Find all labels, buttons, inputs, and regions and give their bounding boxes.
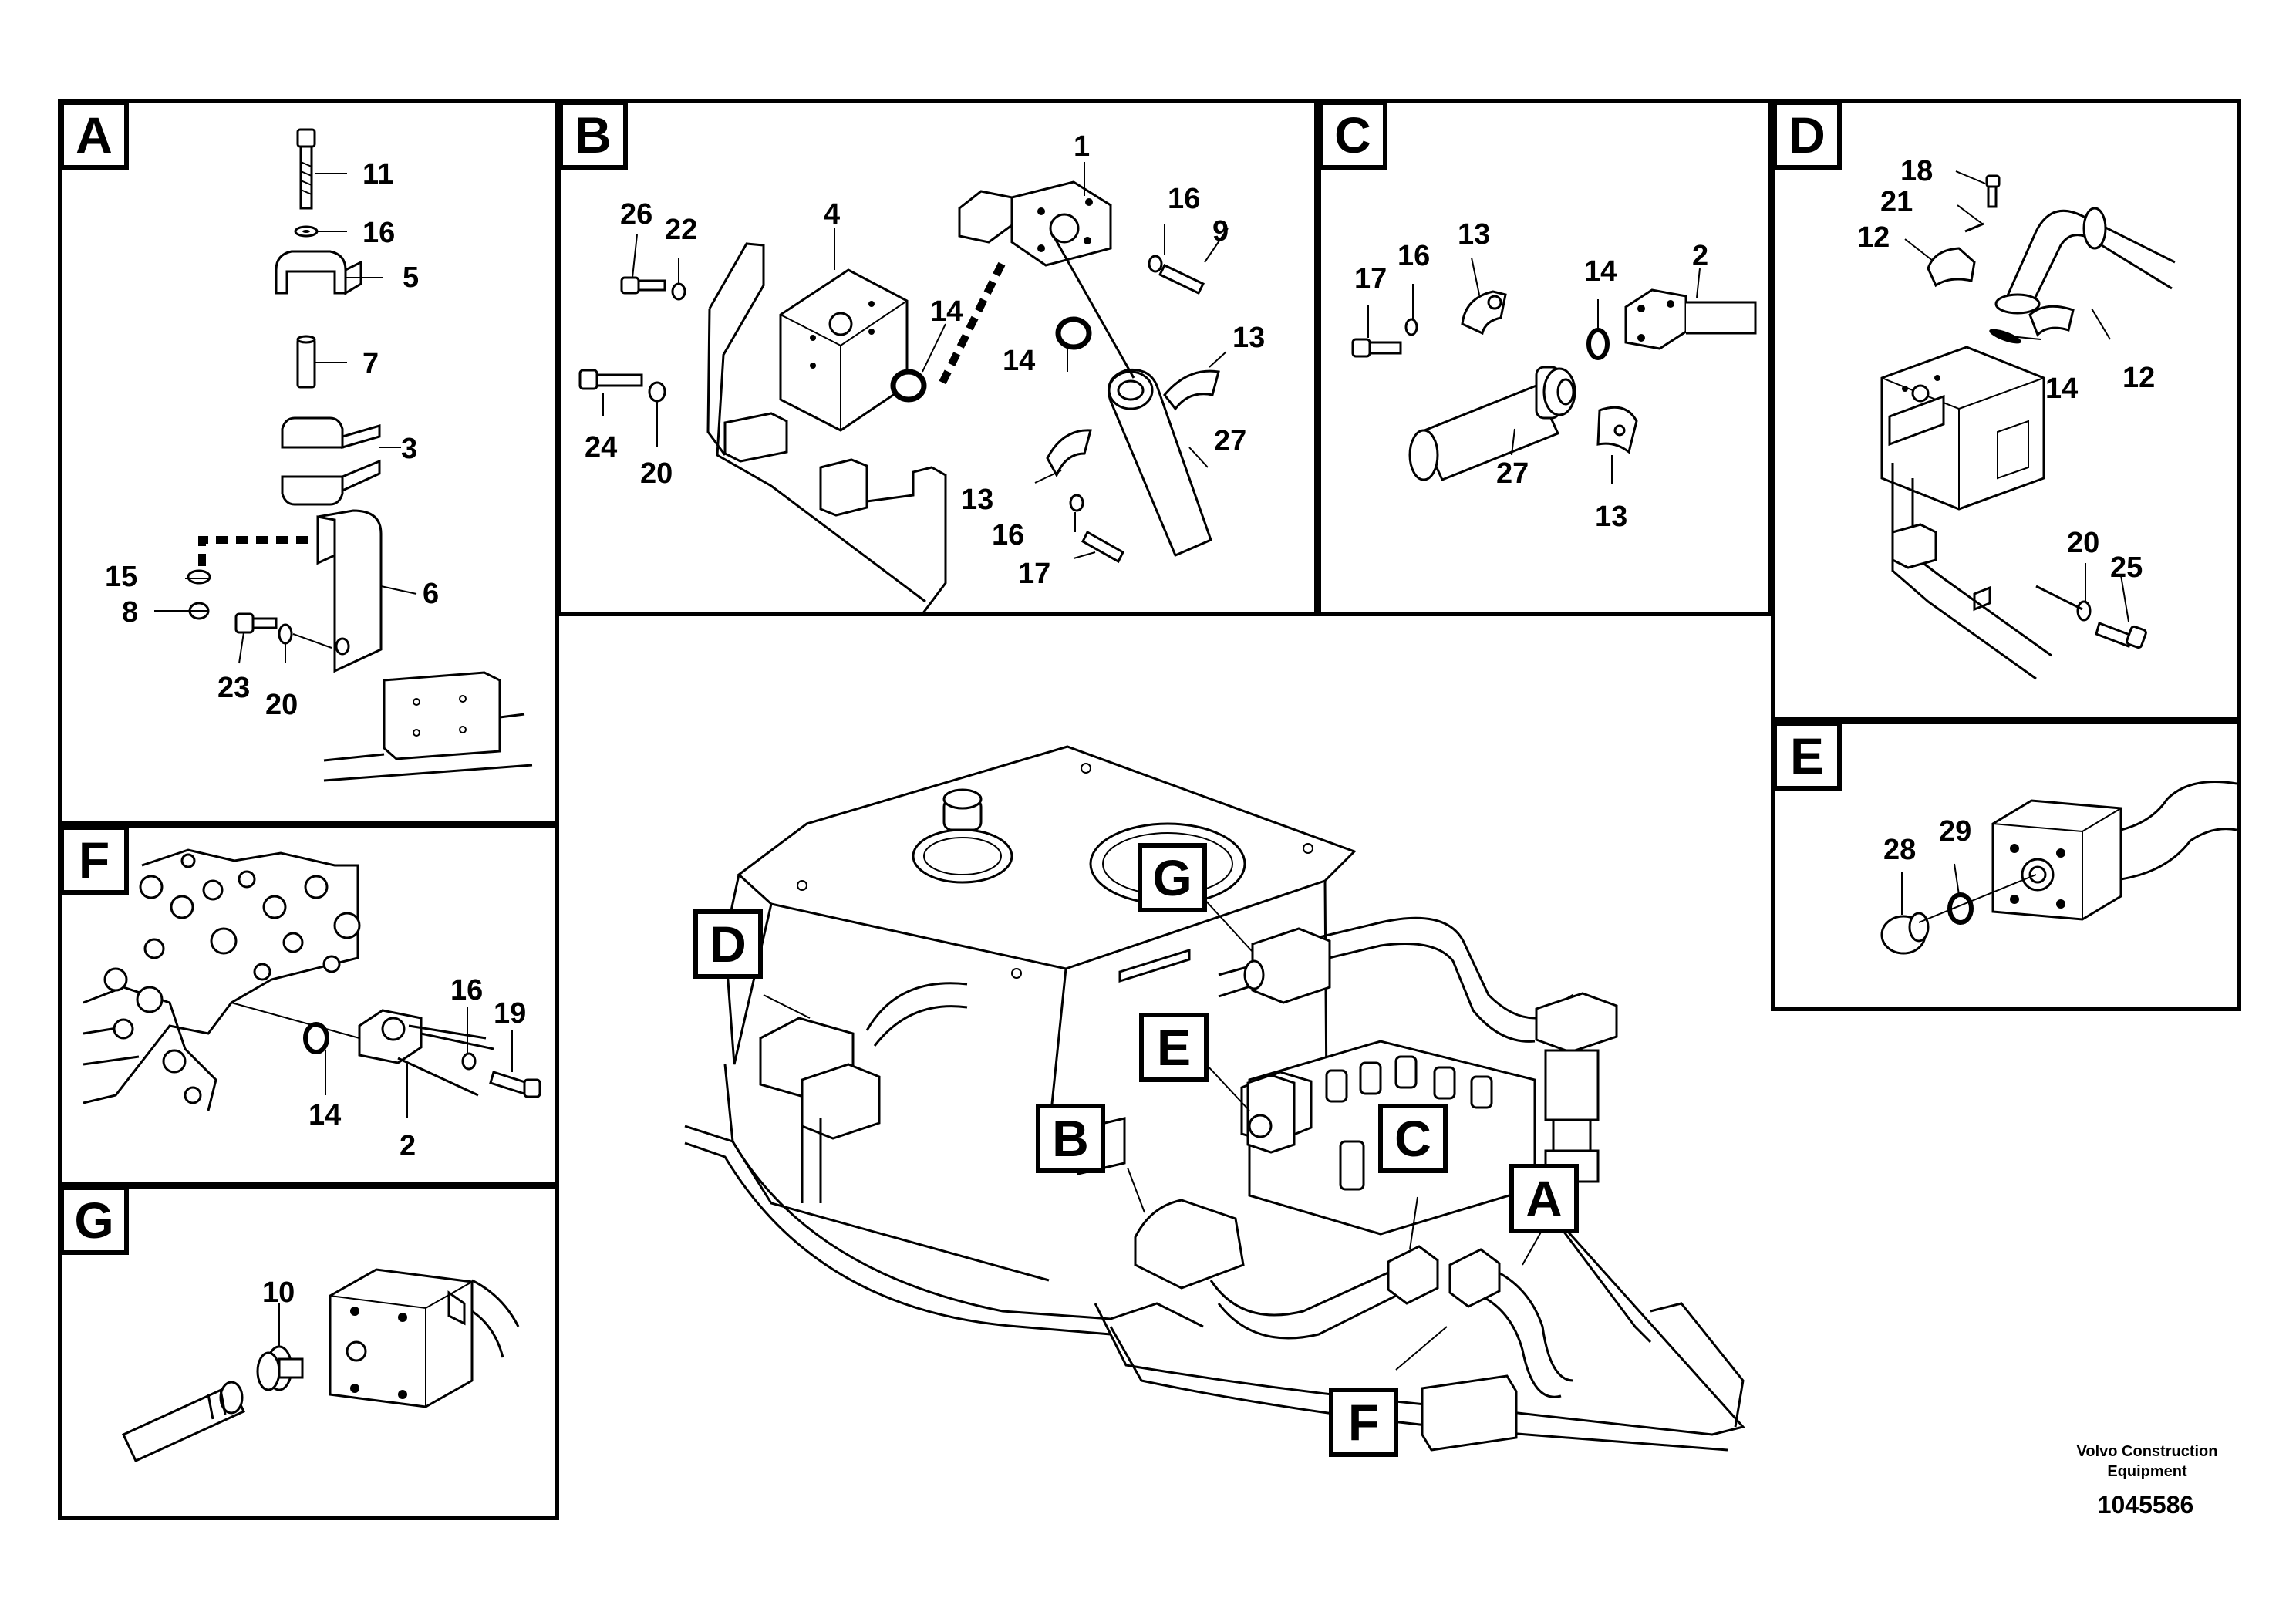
panel-b-drawing <box>578 162 1229 615</box>
valve-ports <box>103 853 361 1104</box>
overview-drawing <box>684 745 1745 1452</box>
svg-text:2: 2 <box>1692 240 1708 272</box>
svg-text:13: 13 <box>1458 218 1490 251</box>
overview-tag-d: D <box>693 909 763 979</box>
panel-f-callouts: 16 19 14 2 <box>308 974 526 1162</box>
svg-text:18: 18 <box>1900 155 1933 187</box>
panel-letter-e: E <box>1772 721 1842 791</box>
svg-text:13: 13 <box>961 484 993 516</box>
svg-text:C: C <box>1334 106 1371 164</box>
svg-text:28: 28 <box>1883 834 1916 866</box>
company-name-line1: Volvo Construction <box>2077 1443 2218 1460</box>
svg-text:5: 5 <box>403 261 419 294</box>
panel-g-callouts: 10 <box>262 1276 295 1309</box>
panel-g-drawing <box>121 1268 520 1462</box>
svg-text:27: 27 <box>1496 457 1529 490</box>
svg-text:16: 16 <box>1168 183 1200 215</box>
svg-text:13: 13 <box>1232 322 1265 354</box>
svg-text:11: 11 <box>362 158 393 191</box>
svg-text:E: E <box>1790 727 1824 784</box>
panel-letter-c: C <box>1318 100 1387 170</box>
overview-tag-e: E <box>1139 1013 1209 1082</box>
svg-text:15: 15 <box>105 561 137 593</box>
svg-text:19: 19 <box>494 997 526 1030</box>
panel-letter-a: A <box>59 100 129 170</box>
svg-text:13: 13 <box>1595 501 1627 533</box>
svg-text:14: 14 <box>308 1099 341 1131</box>
footer: Volvo Construction Equipment 1045586 <box>2077 1443 2218 1519</box>
svg-text:20: 20 <box>265 689 298 721</box>
overview-tags: D G E B C A F <box>693 843 1579 1457</box>
svg-text:14: 14 <box>1003 345 1035 377</box>
svg-text:E: E <box>1157 1019 1191 1076</box>
svg-text:27: 27 <box>1214 425 1246 457</box>
panel-letter-boxes: A B C D E F G <box>59 100 1842 1255</box>
svg-text:16: 16 <box>450 974 483 1007</box>
overview-tag-f: F <box>1329 1388 1398 1457</box>
panel-letter-f: F <box>59 825 129 895</box>
svg-text:20: 20 <box>640 457 673 490</box>
svg-text:16: 16 <box>362 217 395 249</box>
svg-text:D: D <box>1789 106 1826 164</box>
panel-c-drawing <box>1351 257 1757 484</box>
panel-d-callouts: 18 21 12 14 12 20 25 <box>1857 155 2155 584</box>
svg-text:1: 1 <box>1074 130 1090 163</box>
svg-text:14: 14 <box>2045 373 2078 405</box>
svg-text:4: 4 <box>824 198 840 231</box>
svg-text:B: B <box>1052 1110 1089 1167</box>
svg-text:A: A <box>76 106 113 164</box>
svg-text:17: 17 <box>1354 263 1387 295</box>
overview-tag-b: B <box>1036 1104 1105 1173</box>
svg-text:25: 25 <box>2110 551 2143 584</box>
panel-a-callouts: 11 16 5 7 3 6 15 8 23 20 <box>105 158 439 721</box>
svg-text:9: 9 <box>1212 215 1229 248</box>
svg-text:17: 17 <box>1018 558 1050 590</box>
panel-letter-g: G <box>59 1185 129 1255</box>
panel-letter-b: B <box>558 100 628 170</box>
svg-text:B: B <box>575 106 612 164</box>
svg-text:7: 7 <box>362 348 379 380</box>
svg-text:12: 12 <box>1857 221 1890 254</box>
svg-text:14: 14 <box>1584 255 1617 288</box>
overview-tag-a: A <box>1509 1164 1579 1233</box>
svg-text:2: 2 <box>400 1130 416 1162</box>
svg-text:G: G <box>1152 849 1192 906</box>
svg-text:24: 24 <box>585 431 617 464</box>
svg-text:20: 20 <box>2067 527 2099 559</box>
panel-letter-d: D <box>1772 100 1842 170</box>
valve-spools <box>1325 1055 1493 1191</box>
svg-text:10: 10 <box>262 1276 295 1309</box>
panel-c-callouts: 13 17 16 14 2 27 13 <box>1354 218 1708 533</box>
panel-a-drawing <box>154 128 533 782</box>
svg-text:3: 3 <box>401 433 417 465</box>
panel-d-drawing <box>1880 170 2176 680</box>
svg-text:12: 12 <box>2122 362 2155 394</box>
panel-f-drawing <box>83 848 541 1118</box>
svg-text:23: 23 <box>217 672 250 704</box>
panel-e-callouts: 28 29 <box>1883 815 1971 866</box>
svg-text:16: 16 <box>1397 240 1430 272</box>
svg-text:G: G <box>74 1192 113 1249</box>
svg-text:8: 8 <box>122 596 138 629</box>
drawing-number: 1045586 <box>2098 1491 2194 1519</box>
panel-b-callouts: 1 26 22 4 16 9 14 13 14 27 24 20 13 16 1… <box>585 130 1265 590</box>
svg-text:C: C <box>1394 1110 1431 1167</box>
svg-text:F: F <box>1348 1394 1379 1451</box>
overview-tag-g: G <box>1138 843 1207 912</box>
svg-text:D: D <box>710 916 747 973</box>
panel-e-drawing <box>1880 781 2237 955</box>
svg-text:26: 26 <box>620 198 652 231</box>
svg-text:14: 14 <box>930 295 963 328</box>
company-name-line2: Equipment <box>2107 1463 2187 1480</box>
svg-text:6: 6 <box>423 578 439 610</box>
svg-text:F: F <box>79 831 110 889</box>
svg-text:22: 22 <box>665 214 697 246</box>
overview-tag-c: C <box>1378 1104 1448 1173</box>
svg-text:21: 21 <box>1880 186 1913 218</box>
panel-frames <box>58 99 2241 1520</box>
svg-text:29: 29 <box>1939 815 1971 848</box>
svg-text:A: A <box>1526 1170 1563 1227</box>
svg-text:16: 16 <box>992 519 1024 551</box>
